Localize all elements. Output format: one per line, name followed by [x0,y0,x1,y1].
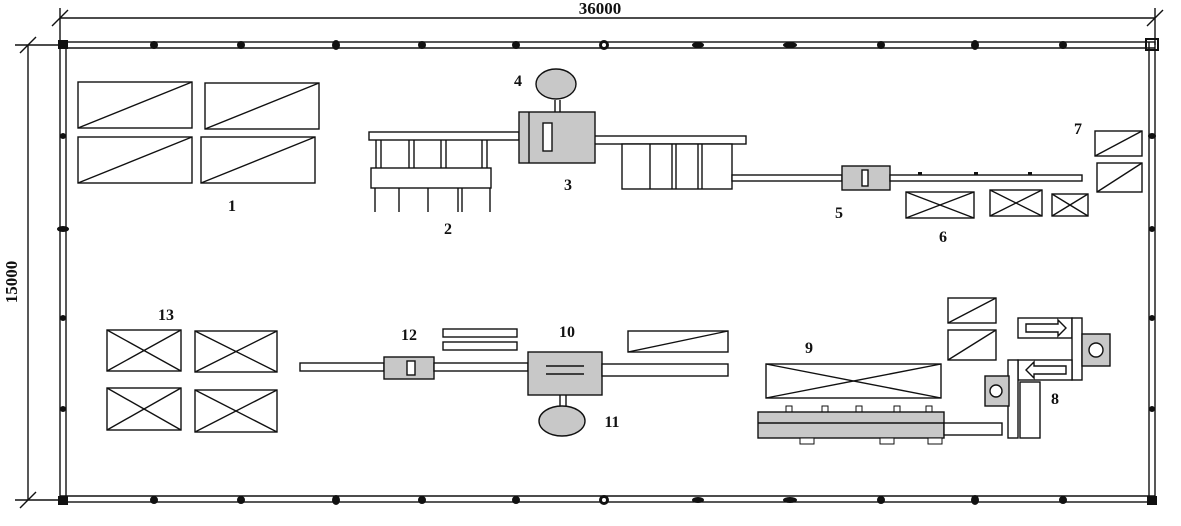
label-4: 4 [514,73,522,90]
label-8: 8 [1051,391,1059,408]
label-13: 13 [158,307,174,324]
equipment-3-machine [518,111,747,190]
equipment-8-machine [947,297,1111,439]
label-7: 7 [1074,121,1082,138]
dimension-top: 36000 [51,0,1164,45]
label-5: 5 [835,205,843,222]
label-11: 11 [604,414,619,431]
dimension-left: 15000 [2,36,62,509]
equipment-6-pallets [905,189,1089,219]
equipment-13-pallets [106,329,278,433]
height-dimension-label: 15000 [2,261,21,304]
building-outline [57,38,1159,505]
width-dimension-label: 36000 [579,0,622,18]
label-2: 2 [444,221,452,238]
equipment-7-racks [1094,130,1143,193]
label-6: 6 [939,229,947,246]
label-10: 10 [559,324,575,341]
equipment-11-motor [538,395,586,437]
equipment-4-motor [535,68,577,112]
equipment-10-machine [299,328,729,396]
label-12: 12 [401,327,417,344]
equipment-2-feed-table [368,131,520,212]
label-1: 1 [228,198,236,215]
label-3: 3 [564,177,572,194]
equipment-1-racks [77,81,320,184]
label-9: 9 [805,340,813,357]
equipment-5-unit [731,165,1083,191]
equipment-9-conveyor [757,363,1003,445]
